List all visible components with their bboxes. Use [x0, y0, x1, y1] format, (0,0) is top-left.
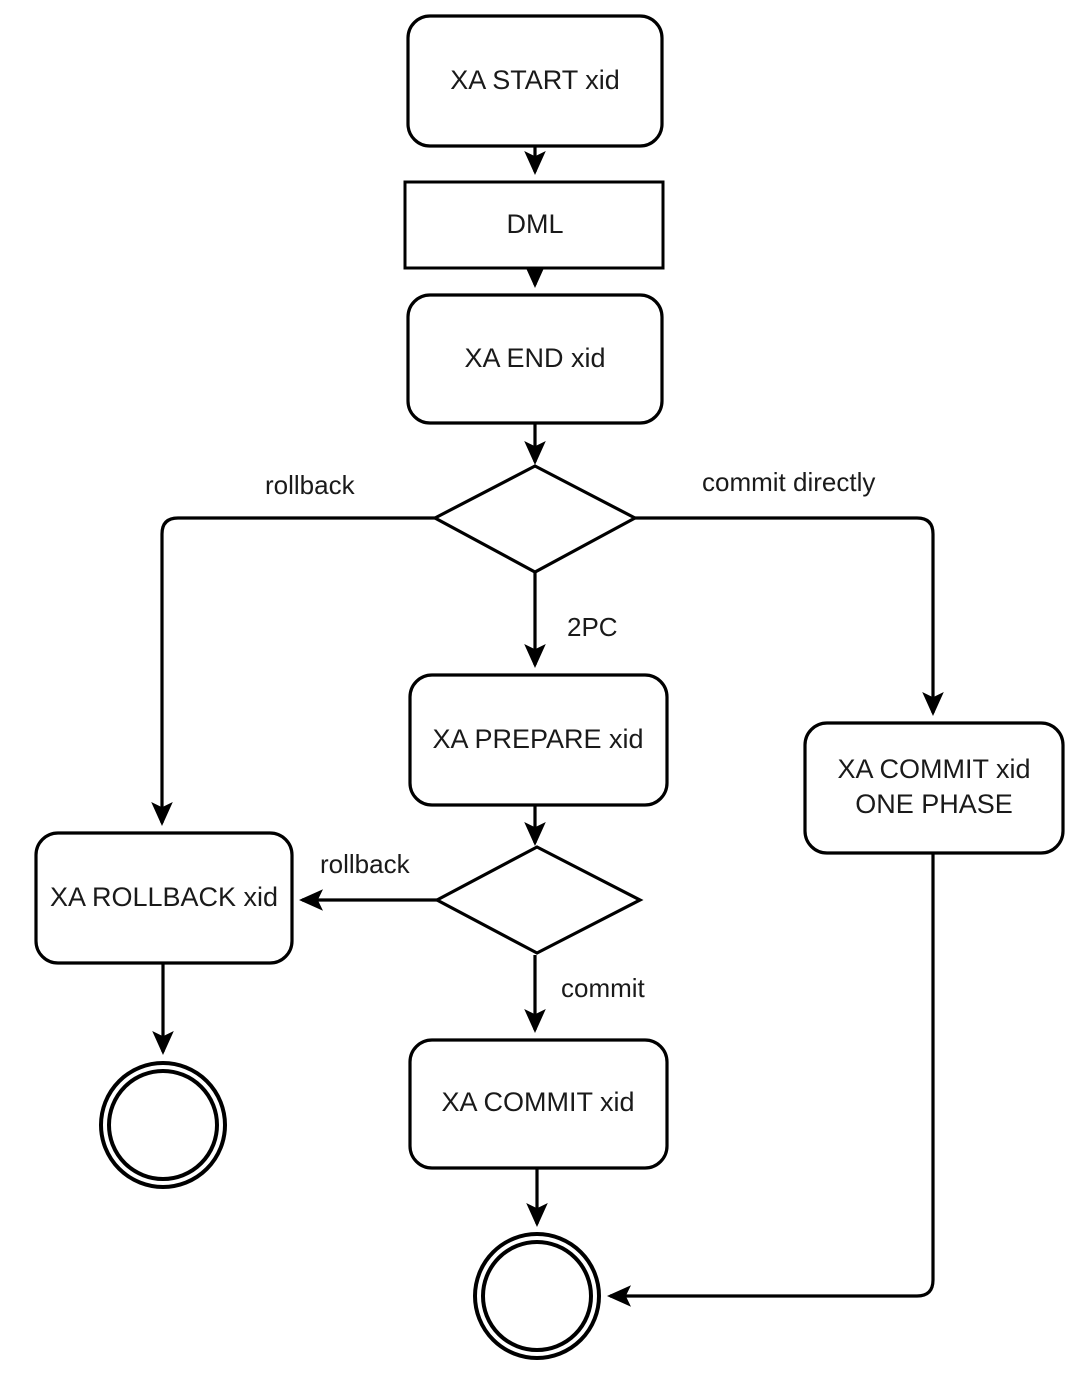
- node-end-left-inner-circle: [107, 1069, 219, 1181]
- node-xa-commit-one-phase-label-line1: XA COMMIT xid: [837, 754, 1030, 784]
- edge-decision1-rollback: [151, 516, 435, 826]
- node-xa-commit[interactable]: [408, 1038, 669, 1170]
- edge-label-rollback-prepare: rollback: [320, 849, 411, 879]
- node-dml[interactable]: [403, 180, 665, 270]
- node-xa-rollback-label: XA ROLLBACK xid: [50, 882, 278, 912]
- edge-label-commit: commit: [561, 973, 646, 1003]
- node-end-bottom-inner-circle: [481, 1240, 593, 1352]
- edge-label-rollback-top: rollback: [265, 470, 356, 500]
- edge-label-2pc: 2PC: [567, 612, 618, 642]
- edge-decision1-commit-directly: [635, 516, 944, 716]
- node-xa-commit-one-phase-label-line2: ONE PHASE: [855, 789, 1013, 819]
- node-xa-prepare[interactable]: [408, 673, 669, 807]
- node-xa-start-label: XA START xid: [450, 65, 620, 95]
- node-xa-commit-one-phase[interactable]: [803, 721, 1065, 855]
- node-dml-label: DML: [506, 209, 563, 239]
- node-decision-1[interactable]: [431, 464, 639, 574]
- node-xa-prepare-label: XA PREPARE xid: [432, 724, 643, 754]
- node-xa-end[interactable]: [406, 293, 664, 425]
- node-xa-rollback[interactable]: [34, 831, 294, 965]
- edge-label-commit-directly: commit directly: [702, 467, 875, 497]
- edge-one-phase-to-end-bottom: [607, 853, 935, 1307]
- node-decision-2[interactable]: [433, 845, 644, 955]
- node-xa-end-label: XA END xid: [464, 343, 605, 373]
- node-xa-start[interactable]: [406, 14, 664, 148]
- node-xa-commit-label: XA COMMIT xid: [441, 1087, 634, 1117]
